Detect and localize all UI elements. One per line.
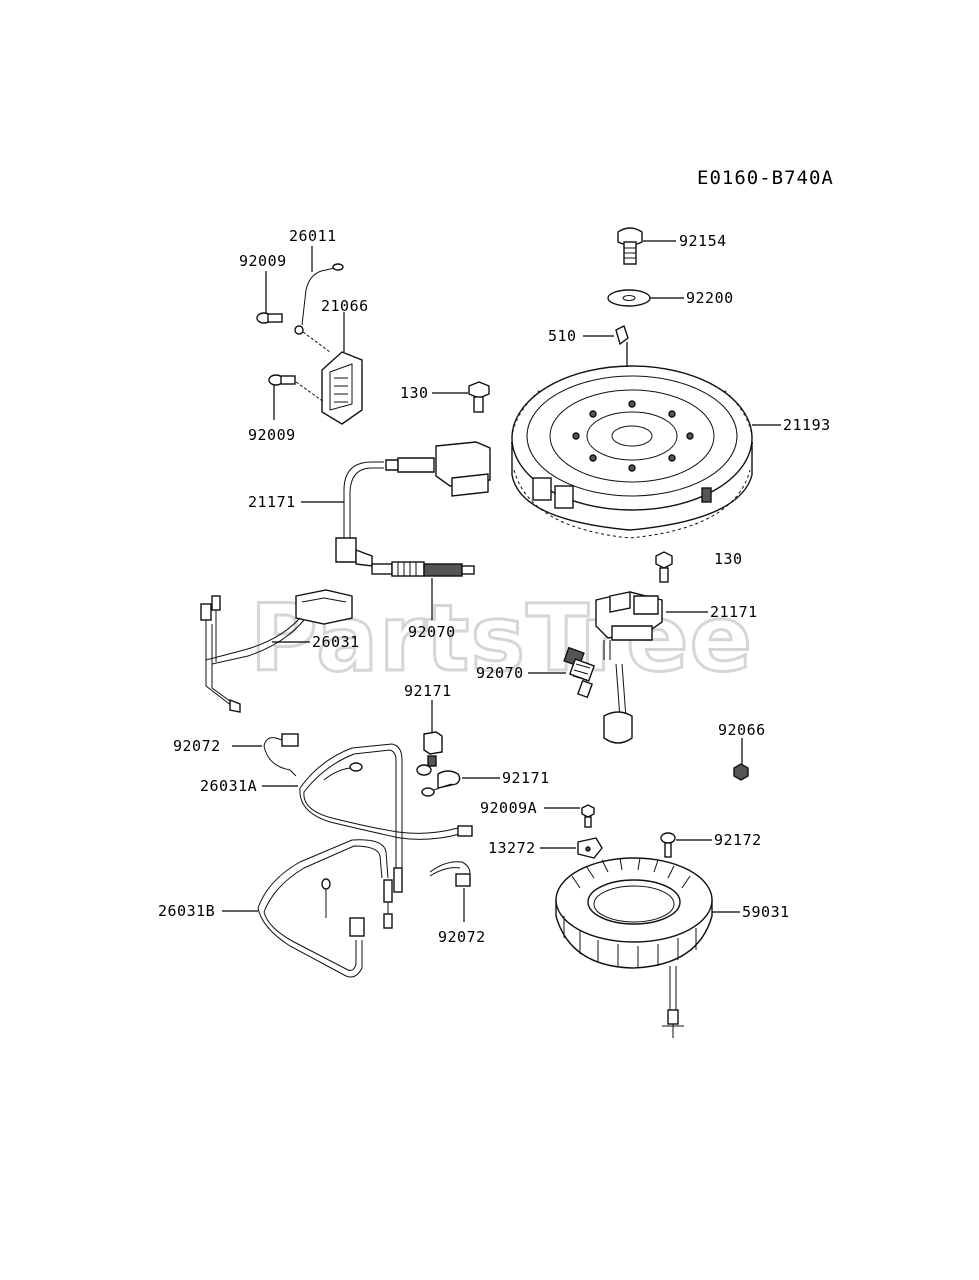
harness-26031B-part[interactable] xyxy=(257,839,393,978)
callout-92070-left[interactable]: 92070 xyxy=(408,623,456,641)
ignition-coil-left-part[interactable] xyxy=(335,441,491,567)
ignition-coil-right-part[interactable] xyxy=(595,591,663,744)
bracket-part[interactable] xyxy=(577,837,603,859)
callout-92200[interactable]: 92200 xyxy=(686,289,734,307)
callout-26031B[interactable]: 26031B xyxy=(158,902,215,920)
harness-26031A-part[interactable] xyxy=(299,743,473,893)
callout-92066[interactable]: 92066 xyxy=(718,721,766,739)
callout-26031A[interactable]: 26031A xyxy=(200,777,257,795)
diagram-code: E0160-B740A xyxy=(697,167,834,189)
screw-92009-bottom-part[interactable] xyxy=(268,374,296,386)
callout-59031[interactable]: 59031 xyxy=(742,903,790,921)
bolt-92009A-part[interactable] xyxy=(581,804,595,828)
callout-92154[interactable]: 92154 xyxy=(679,232,727,250)
nut-part[interactable] xyxy=(733,763,749,781)
connector-92171-part[interactable] xyxy=(423,731,443,767)
callout-92009-bottom[interactable]: 92009 xyxy=(248,426,296,444)
screw-92009-top-part[interactable] xyxy=(256,312,283,324)
washer-part[interactable] xyxy=(607,289,651,307)
terminal-92171-part[interactable] xyxy=(416,764,461,797)
callout-92009-top[interactable]: 92009 xyxy=(239,252,287,270)
screw-92172-part[interactable] xyxy=(660,832,676,858)
callout-130-top[interactable]: 130 xyxy=(400,384,429,402)
callout-92009A[interactable]: 92009A xyxy=(480,799,537,817)
callout-92172[interactable]: 92172 xyxy=(714,831,762,849)
bolt-130-right-part[interactable] xyxy=(655,551,673,583)
callout-92072-top[interactable]: 92072 xyxy=(173,737,221,755)
callout-92171-top[interactable]: 92171 xyxy=(404,682,452,700)
callout-26031[interactable]: 26031 xyxy=(312,633,360,651)
callout-21066[interactable]: 21066 xyxy=(321,297,369,315)
callout-21193[interactable]: 21193 xyxy=(783,416,831,434)
callout-21171-left[interactable]: 21171 xyxy=(248,493,296,511)
callout-13272[interactable]: 13272 xyxy=(488,839,536,857)
connector-92072-top-part[interactable] xyxy=(263,733,299,777)
bolt-130-top-part[interactable] xyxy=(468,381,490,413)
callout-92171-bottom[interactable]: 92171 xyxy=(502,769,550,787)
connector-92072-bottom-part[interactable] xyxy=(429,861,471,887)
callout-510[interactable]: 510 xyxy=(548,327,577,345)
callout-92072-bottom[interactable]: 92072 xyxy=(438,928,486,946)
callout-130-right[interactable]: 130 xyxy=(714,550,743,568)
callout-26011[interactable]: 26011 xyxy=(289,227,337,245)
spark-plug-left-part[interactable] xyxy=(371,561,475,577)
key-part[interactable] xyxy=(615,325,629,346)
regulator-part[interactable] xyxy=(321,351,363,425)
flywheel-part[interactable] xyxy=(511,365,753,539)
spark-plug-right-part[interactable] xyxy=(563,646,596,699)
stator-part[interactable] xyxy=(555,857,713,1038)
ground-wire-part[interactable] xyxy=(294,263,344,335)
harness-26031-part[interactable] xyxy=(200,589,353,713)
callout-92070-right[interactable]: 92070 xyxy=(476,664,524,682)
callout-21171-right[interactable]: 21171 xyxy=(710,603,758,621)
flywheel-bolt-part[interactable] xyxy=(617,227,643,265)
